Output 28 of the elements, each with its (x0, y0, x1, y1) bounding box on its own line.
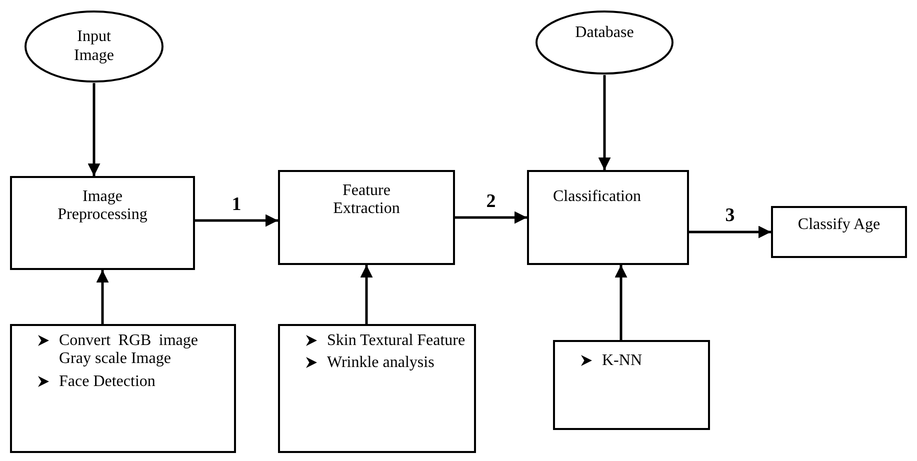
node-label: Input Image (73, 28, 115, 65)
process-box (10, 176, 195, 270)
arrow (614, 265, 628, 340)
arrow (360, 265, 373, 324)
list-item-text: Face Detection (59, 372, 156, 392)
list-item-text: Wrinkle analysis (327, 354, 434, 373)
node-label: Image Preprocessing (56, 188, 148, 225)
process-box (278, 324, 476, 453)
arrow (88, 83, 100, 176)
node-label: Database (574, 24, 635, 43)
arrow (195, 214, 278, 227)
arrow (598, 75, 611, 170)
process-box (771, 206, 907, 258)
list-item-text: Skin Textural Feature (327, 332, 466, 350)
arrow (455, 211, 527, 224)
list-item-text: Convert RGB image Gray scale Image (59, 332, 198, 369)
terminal-ellipse (24, 10, 164, 83)
node-label: Classify Age (796, 216, 882, 234)
process-box (527, 170, 689, 265)
list-item-text: K-NN (602, 352, 642, 370)
arrow (96, 270, 109, 324)
arrow (689, 226, 771, 238)
node-label: Classification (553, 188, 642, 206)
process-box (278, 170, 455, 265)
terminal-ellipse (535, 10, 674, 75)
node-label: Feature Extraction (332, 182, 401, 219)
process-box (10, 324, 236, 453)
process-box (553, 340, 710, 430)
